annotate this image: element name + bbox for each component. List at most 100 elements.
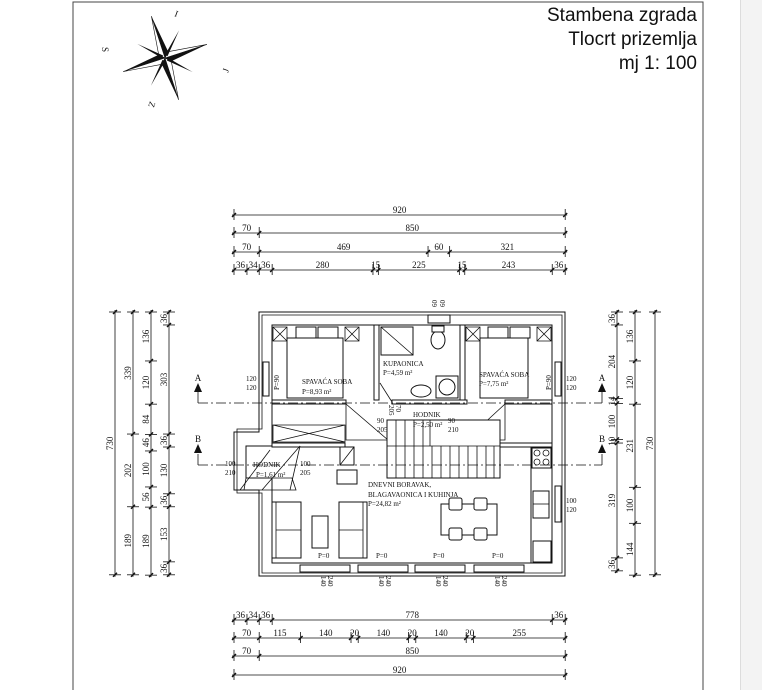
dimension-label: 153 — [159, 527, 169, 541]
coffee-table — [311, 515, 329, 549]
dimension-tick — [632, 358, 638, 364]
dimension-label: 70 — [242, 646, 252, 656]
chair — [448, 497, 463, 511]
dimension-tick — [632, 572, 638, 578]
dimension-label: 319 — [607, 493, 617, 507]
room-name-bedroom-right: SPAVAĆA SOBA — [479, 371, 529, 379]
chimney-diagonal — [339, 446, 355, 466]
room-area-bedroom-right: P=7,75 m² — [479, 380, 508, 388]
dimension-tick — [652, 572, 658, 578]
nightstand — [344, 326, 360, 342]
entry-step — [243, 477, 297, 491]
room-area-bedroom-left: P=8,93 m² — [302, 388, 331, 396]
pillow — [295, 326, 317, 339]
room-area-bathroom: P=4,59 m² — [383, 369, 412, 377]
section-ticks — [197, 392, 603, 465]
dimension-label: 56 — [141, 492, 151, 502]
door-entry-left-height: 210 — [225, 469, 236, 477]
compass-rose-icon — [123, 16, 207, 100]
section-arrow-icon — [598, 383, 606, 392]
nightstand — [465, 326, 481, 342]
dimension-tick — [130, 572, 136, 578]
sink — [410, 384, 432, 398]
wall-hall-right — [499, 442, 553, 448]
dimension-tick — [549, 617, 555, 623]
win-bed-right-height: 120 — [566, 384, 577, 392]
win-south-height: 240 — [384, 576, 392, 587]
dimension-tick — [413, 635, 419, 641]
pillow — [317, 326, 339, 339]
dimension-label: 339 — [123, 366, 133, 380]
win-south-height: 240 — [500, 576, 508, 587]
dimension-tick — [231, 212, 237, 218]
window-kitchen — [554, 485, 562, 523]
window-south-3 — [414, 564, 466, 573]
window-bath — [427, 314, 451, 324]
dimension-label: 70 — [242, 223, 252, 233]
dimension-tick — [562, 230, 568, 236]
window-south-2 — [357, 564, 409, 573]
section-label-b-left: B — [195, 434, 201, 444]
dimension-label: 321 — [501, 242, 515, 252]
dimension-tick — [148, 504, 154, 510]
compass-label-j: J — [220, 67, 231, 74]
win-south-height: 240 — [326, 576, 334, 587]
dimension-label: 14 — [607, 396, 617, 406]
dimension-label: 36 — [159, 563, 169, 573]
dimension-label: 36 — [159, 436, 169, 446]
dimension-tick — [148, 309, 154, 315]
dimension-tick — [256, 635, 262, 641]
dimension-tick — [244, 267, 250, 273]
dimension-tick — [166, 444, 172, 450]
dimension-tick — [614, 395, 620, 401]
dimension-label: 46 — [141, 438, 151, 448]
door-hall-left-width: 90 — [377, 417, 385, 425]
win-bath-height: 60 — [439, 300, 447, 308]
compass-label-s: S — [100, 47, 110, 52]
wall-hall-left — [271, 442, 346, 448]
section-label-a-right: A — [599, 373, 606, 383]
section-arrow-icon — [194, 383, 202, 392]
dimension-label: 255 — [513, 628, 527, 638]
walls — [233, 311, 566, 577]
title-building: Stambena zgrada — [547, 5, 697, 26]
room-name-bedroom-left: SPAVAĆA SOBA — [302, 378, 352, 386]
dimension-label: 70 — [242, 628, 252, 638]
fridge — [532, 540, 552, 563]
dimension-label: 144 — [625, 542, 635, 556]
compass-label-i: I — [173, 8, 179, 18]
win-south-width: 140 — [319, 576, 327, 587]
win-kitchen-width: 100 — [566, 497, 577, 505]
window-bedroom-left — [262, 361, 270, 397]
dimension-label: 34 — [249, 260, 259, 270]
dimension-tick — [231, 267, 237, 273]
nightstand — [272, 326, 288, 342]
dimension-tick — [370, 267, 376, 273]
title-scale: mj 1: 100 — [619, 53, 697, 74]
dimension-label: 850 — [405, 646, 419, 656]
dimension-tick — [614, 555, 620, 561]
dimension-label: 140 — [319, 628, 333, 638]
door-hall-left-height: 205 — [377, 426, 388, 434]
dimension-tick — [562, 212, 568, 218]
dimension-label: 36 — [159, 495, 169, 505]
toilet — [430, 330, 446, 350]
exterior-wall-layer — [236, 314, 563, 574]
dimension-tick — [348, 635, 354, 641]
bed-left — [286, 337, 344, 399]
dimension-label: 189 — [141, 534, 151, 548]
dimension-tick — [148, 484, 154, 490]
dimension-label: 920 — [393, 665, 407, 675]
dimension-tick — [112, 309, 118, 315]
window-bedroom-right — [554, 361, 562, 397]
dimension-tick — [148, 401, 154, 407]
win-bed-left-height: 120 — [246, 384, 257, 392]
wall-bedroom-left-bottom — [271, 399, 347, 405]
dimension-tick — [231, 230, 237, 236]
title-plan: Tlocrt prizemlja — [568, 29, 697, 50]
dimension-label: 730 — [645, 436, 655, 450]
dimension-label: 20 — [465, 628, 475, 638]
dimension-label: 36 — [159, 313, 169, 323]
dimension-label: 280 — [316, 260, 330, 270]
wall-bath-bedroom — [459, 324, 466, 401]
